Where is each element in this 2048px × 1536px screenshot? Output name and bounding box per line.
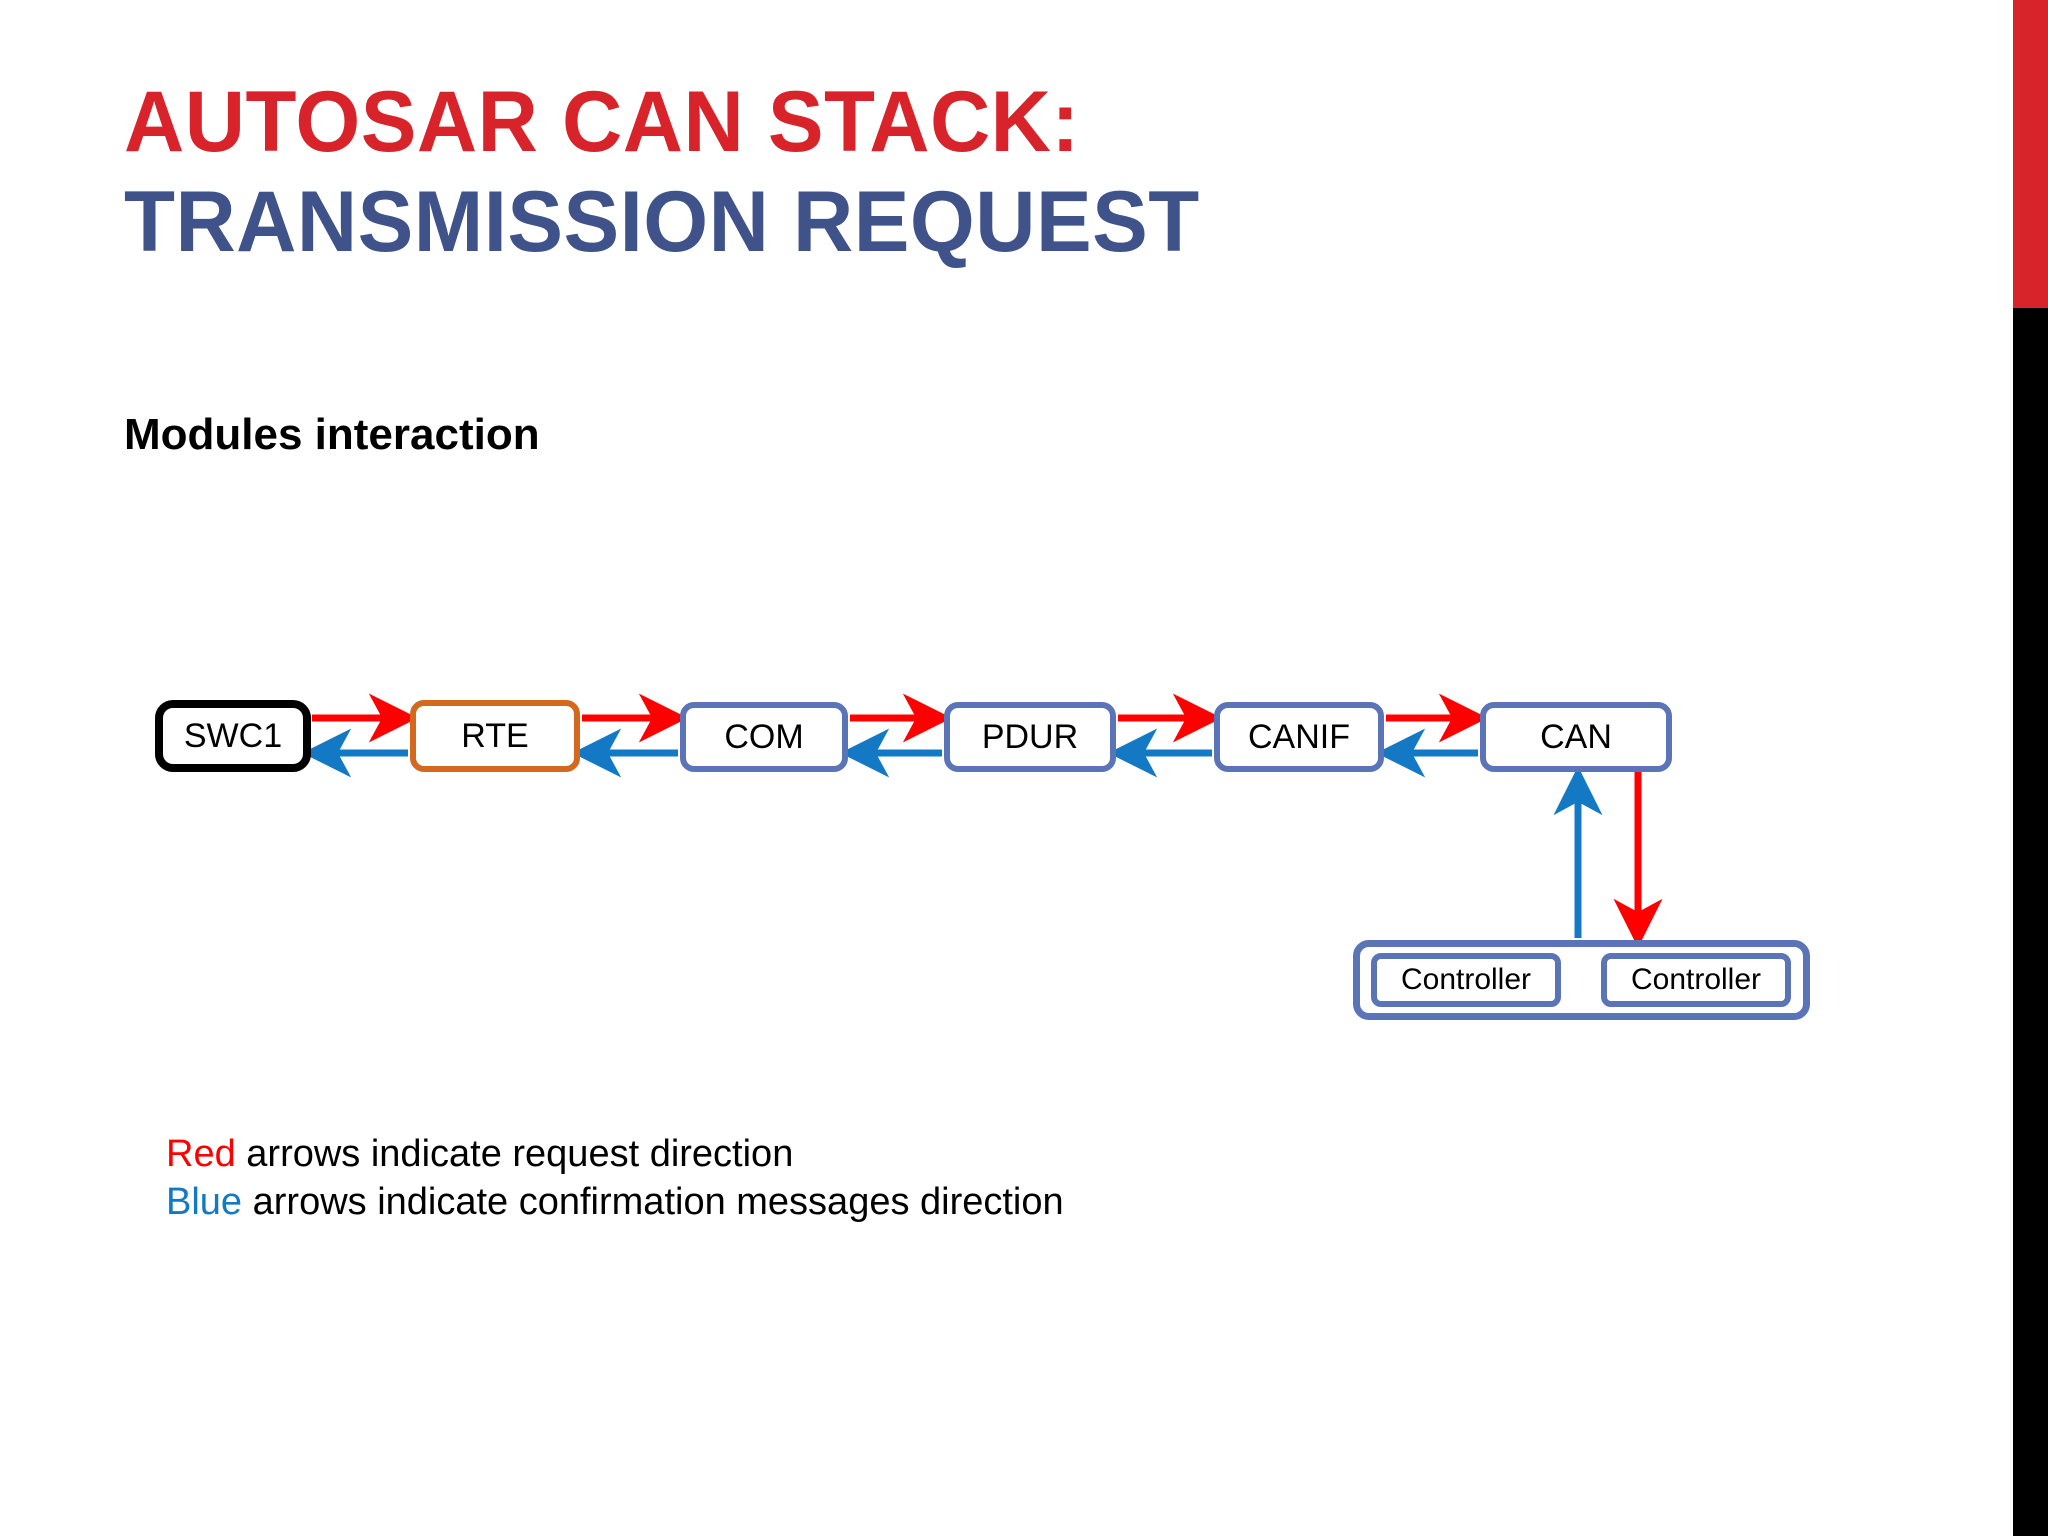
title-line-secondary: TRANSMISSION REQUEST — [124, 174, 1200, 270]
legend-keyword-red: Red — [166, 1133, 236, 1175]
node-pdur[interactable]: PDUR — [944, 702, 1116, 772]
controller-left-label: Controller — [1400, 963, 1532, 996]
legend-line-confirmation: Blue arrows indicate confirmation messag… — [166, 1178, 1064, 1226]
node-rte-label: RTE — [461, 716, 529, 755]
node-canif[interactable]: CANIF — [1214, 702, 1384, 772]
legend-line-request: Red arrows indicate request direction — [166, 1130, 1064, 1178]
node-can[interactable]: CAN — [1480, 702, 1672, 772]
node-swc1[interactable]: SWC1 — [155, 700, 311, 772]
node-swc1-label: SWC1 — [183, 716, 283, 755]
legend-keyword-blue: Blue — [166, 1181, 243, 1223]
node-canif-label: CANIF — [1248, 717, 1350, 756]
node-pdur-label: PDUR — [981, 717, 1079, 756]
title-line-primary: AUTOSAR CAN STACK: — [124, 74, 1080, 170]
controller-right[interactable]: Controller — [1601, 953, 1791, 1007]
node-can-label: CAN — [1540, 717, 1612, 756]
node-rte[interactable]: RTE — [410, 700, 580, 772]
legend: Red arrows indicate request direction Bl… — [166, 1130, 1064, 1226]
edge-accent-bar-red — [2013, 0, 2048, 308]
page-title: AUTOSAR CAN STACK: TRANSMISSION REQUEST — [124, 72, 1824, 272]
legend-text-request: arrows indicate request direction — [235, 1133, 794, 1175]
controller-left[interactable]: Controller — [1371, 953, 1561, 1007]
node-com[interactable]: COM — [680, 702, 848, 772]
edge-accent-bar-black — [2013, 308, 2048, 1536]
node-com-label: COM — [724, 717, 804, 756]
controller-right-label: Controller — [1630, 963, 1762, 996]
subtitle: Modules interaction — [124, 410, 540, 459]
legend-text-confirmation: arrows indicate confirmation messages di… — [242, 1181, 1064, 1223]
